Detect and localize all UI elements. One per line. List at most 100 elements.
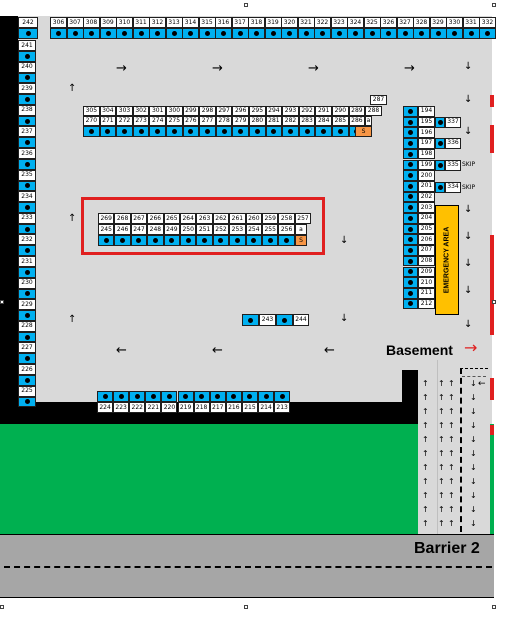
parking-spot-number[interactable]: 272 (116, 116, 133, 126)
parking-spot-number[interactable]: 327 (396, 17, 414, 28)
parking-spot[interactable] (66, 28, 84, 39)
parking-spot-number[interactable]: 247 (130, 224, 148, 235)
parking-spot[interactable] (330, 28, 348, 39)
parking-spot[interactable] (479, 28, 496, 39)
parking-spot-number[interactable]: 296 (232, 106, 249, 116)
parking-spot-number[interactable]: 254 (245, 224, 262, 235)
parking-spot-number[interactable]: 319 (264, 17, 282, 28)
parking-spot-number[interactable]: 301 (149, 106, 166, 116)
parking-spot-number[interactable]: 273 (132, 116, 150, 126)
parking-spot-number[interactable]: 289 (348, 106, 366, 116)
parking-spot[interactable] (229, 235, 246, 246)
parking-spot[interactable] (242, 314, 259, 326)
parking-spot[interactable] (403, 255, 418, 267)
parking-spot[interactable] (396, 28, 414, 39)
parking-spot-number[interactable]: 215 (241, 402, 258, 413)
parking-spot[interactable] (83, 126, 100, 137)
parking-spot-number[interactable]: 223 (113, 402, 130, 413)
parking-spot-number[interactable]: 212 (418, 298, 435, 310)
parking-spot[interactable] (199, 126, 216, 137)
parking-spot[interactable] (363, 28, 381, 39)
parking-spot-number[interactable]: 251 (196, 224, 213, 235)
parking-spot-number[interactable]: 290 (332, 106, 349, 116)
parking-spot-number[interactable]: 230 (18, 277, 36, 289)
parking-spot[interactable] (18, 180, 36, 192)
parking-spot[interactable] (314, 28, 331, 39)
parking-spot-number[interactable]: 337 (445, 117, 461, 128)
parking-spot-number[interactable]: 248 (147, 224, 164, 235)
parking-spot-number[interactable]: 214 (258, 402, 275, 413)
parking-spot-number[interactable]: 264 (180, 213, 197, 224)
parking-spot-number[interactable]: 271 (99, 116, 117, 126)
parking-spot[interactable] (132, 126, 150, 137)
parking-spot-number[interactable]: 206 (418, 234, 435, 246)
parking-spot[interactable] (182, 126, 200, 137)
parking-spot-number[interactable]: 238 (18, 104, 36, 116)
parking-spot-number[interactable]: 302 (132, 106, 150, 116)
parking-spot[interactable] (315, 126, 332, 137)
parking-spot[interactable] (298, 126, 316, 137)
parking-spot[interactable] (209, 391, 226, 402)
parking-spot-number[interactable]: 314 (182, 17, 199, 28)
parking-spot[interactable] (18, 375, 36, 386)
parking-spot-number[interactable]: 274 (149, 116, 166, 126)
parking-spot-number[interactable]: 325 (363, 17, 381, 28)
parking-spot[interactable] (446, 28, 463, 39)
parking-spot[interactable] (18, 137, 36, 148)
parking-spot[interactable] (403, 191, 418, 203)
parking-spot-number[interactable]: 285 (332, 116, 349, 126)
parking-spot[interactable] (83, 28, 100, 39)
parking-spot-number[interactable]: 236 (18, 148, 36, 159)
parking-spot-number[interactable]: 312 (149, 17, 166, 28)
parking-spot-number[interactable]: 231 (18, 256, 36, 267)
parking-spot[interactable] (18, 223, 36, 235)
parking-spot-number[interactable]: 234 (18, 191, 36, 203)
parking-spot[interactable] (212, 235, 230, 246)
parking-spot-number[interactable]: 213 (274, 402, 291, 413)
parking-spot-number[interactable]: 195 (418, 116, 435, 128)
parking-spot-number[interactable]: 242 (18, 17, 38, 28)
parking-spot-number[interactable]: 322 (314, 17, 331, 28)
parking-spot-number[interactable]: 326 (380, 17, 397, 28)
parking-spot-number[interactable]: 306 (50, 17, 67, 28)
parking-spot-number[interactable]: 283 (298, 116, 316, 126)
parking-spot[interactable] (403, 170, 418, 181)
parking-spot[interactable] (262, 235, 279, 246)
parking-spot[interactable] (278, 235, 295, 246)
parking-spot[interactable] (130, 235, 148, 246)
selection-handle[interactable] (244, 605, 248, 609)
parking-spot-number[interactable]: 305 (83, 106, 100, 116)
selection-handle[interactable] (492, 605, 496, 609)
parking-spot[interactable] (403, 106, 418, 117)
parking-spot-number[interactable]: 307 (66, 17, 84, 28)
parking-spot-number[interactable]: 265 (163, 213, 180, 224)
parking-spot-number[interactable]: 228 (18, 320, 36, 332)
parking-spot[interactable] (132, 28, 150, 39)
parking-spot[interactable] (147, 235, 164, 246)
parking-spot-number[interactable]: 286 (348, 116, 366, 126)
selection-handle[interactable] (492, 300, 496, 304)
parking-spot-number[interactable]: 241 (18, 40, 36, 51)
parking-spot[interactable] (332, 126, 349, 137)
parking-spot-number[interactable]: 201 (418, 180, 435, 192)
parking-spot[interactable] (403, 266, 418, 278)
parking-spot[interactable] (435, 182, 445, 193)
parking-spot[interactable] (403, 138, 418, 149)
special-spot[interactable]: S (355, 126, 372, 137)
parking-spot-number[interactable]: 235 (18, 169, 36, 181)
parking-spot[interactable] (177, 391, 194, 402)
parking-spot-number[interactable]: 204 (418, 213, 435, 224)
parking-spot-number[interactable]: 218 (193, 402, 210, 413)
parking-spot-number[interactable]: 262 (212, 213, 230, 224)
parking-spot[interactable] (435, 160, 445, 171)
parking-spot-number[interactable]: 261 (229, 213, 246, 224)
parking-spot-number[interactable]: 304 (99, 106, 117, 116)
parking-spot[interactable] (149, 28, 166, 39)
parking-spot[interactable] (265, 126, 283, 137)
parking-spot-number[interactable]: 282 (282, 116, 299, 126)
parking-spot-number[interactable]: 323 (330, 17, 348, 28)
parking-spot-number[interactable]: 260 (245, 213, 262, 224)
parking-spot-number[interactable]: 208 (418, 255, 435, 267)
parking-spot-number[interactable]: 200 (418, 170, 435, 181)
parking-spot-number[interactable]: 284 (315, 116, 332, 126)
